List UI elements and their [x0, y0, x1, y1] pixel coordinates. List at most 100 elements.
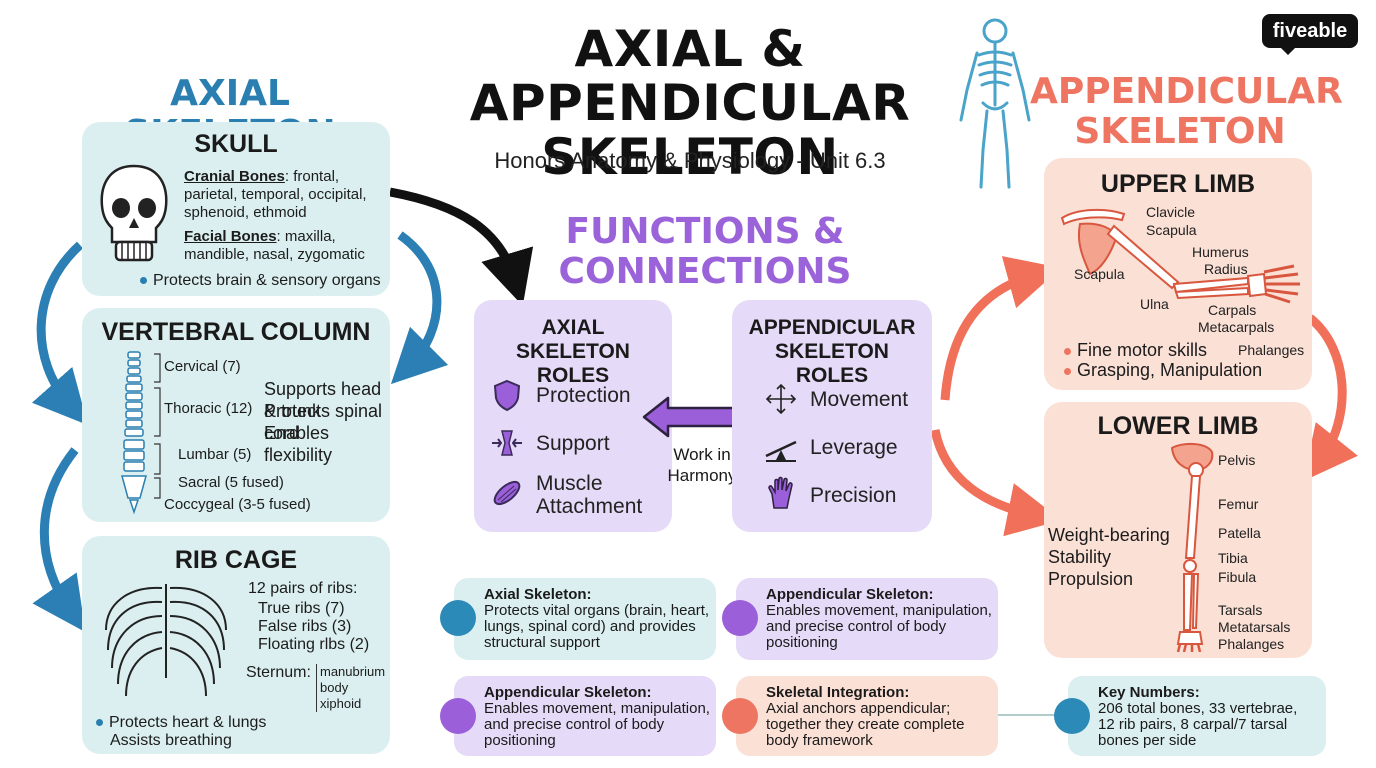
- lower-label-tarsals: Tarsals: [1218, 602, 1263, 618]
- card-body: Protects vital organs (brain, heart, lun…: [484, 602, 710, 651]
- cranial-bones-text: Cranial Bones: frontal, parietal, tempor…: [184, 168, 384, 222]
- appendicular-roles-panel: APPENDICULAR SKELETON ROLES Movement Lev…: [732, 300, 932, 532]
- card-body: Axial anchors appendicular; together the…: [766, 700, 965, 749]
- page-subtitle: Honors Anatomy & Physiology - Unit 6.3: [494, 148, 886, 173]
- rib-cage-icon: [105, 584, 227, 697]
- movement-icon: [765, 383, 797, 415]
- lower-label-femur: Femur: [1218, 496, 1259, 512]
- skull-icon: [100, 164, 168, 262]
- work-in-harmony-label: Work in Harmony: [667, 445, 737, 485]
- shield-icon: [493, 379, 521, 412]
- role-precision: Precision: [810, 484, 897, 507]
- lower-label-patella: Patella: [1218, 525, 1261, 541]
- bullet-icon: [1064, 367, 1071, 375]
- card-title: Appendicular Skeleton:: [484, 684, 652, 701]
- appendicular-section-title: APPENDICULAR SKELETON: [1030, 71, 1343, 152]
- card-title: Key Numbers:: [1098, 684, 1200, 701]
- rib-type: False ribs (3): [258, 618, 352, 635]
- lower-label-fibula: Fibula: [1218, 569, 1257, 585]
- role-muscle-attachment: Muscle Attachment: [536, 472, 643, 518]
- vertebral-role: Supports head & trunk: [264, 379, 382, 421]
- vertebral-brackets: [154, 353, 161, 499]
- lower-limb-panel: LOWER LIMB Pelvis Femur Patella Tibia Fi…: [1044, 402, 1312, 658]
- page-title: AXIAL & APPENDICULAR SKELETON: [469, 20, 911, 186]
- vertebral-region: Cervical (7): [164, 358, 241, 375]
- card-marker: [440, 600, 476, 636]
- role-support: Support: [536, 432, 610, 455]
- rib-cage-title: RIB CAGE: [174, 546, 298, 574]
- card-body: 206 total bones, 33 vertebrae, 12 rib pa…: [1098, 700, 1298, 749]
- muscle-icon: [493, 480, 521, 506]
- upper-limb-panel: UPPER LIMB Clavicle Scapula Humerus Radi…: [1044, 158, 1312, 390]
- card-body: Enables movement, manipulation, and prec…: [766, 602, 992, 651]
- role-leverage: Leverage: [810, 436, 898, 459]
- hand-icon: [768, 476, 793, 509]
- vertebral-region: Coccygeal (3-5 fused): [164, 496, 311, 513]
- upper-note: Fine motor skills: [1064, 340, 1207, 360]
- rib-type: Floating rlbs (2): [258, 636, 370, 653]
- summary-card-axial: Axial Skeleton: Protects vital organs (b…: [440, 578, 716, 660]
- skull-title: SKULL: [194, 130, 278, 158]
- rib-type: True ribs (7): [258, 600, 345, 617]
- axial-roles-panel: AXIAL SKELETON ROLES Protection Support …: [474, 300, 672, 532]
- vertebral-title: VERTEBRAL COLUMN: [101, 318, 371, 346]
- upper-label-phalanges: Phalanges: [1238, 342, 1305, 358]
- card-marker: [440, 698, 476, 734]
- lower-label-tibia: Tibia: [1218, 550, 1248, 566]
- cranial-bones-list: : frontal, parietal, temporal, occipital…: [184, 168, 367, 221]
- upper-limb-title: UPPER LIMB: [1100, 170, 1256, 198]
- upper-label-humerus: Humerus: [1192, 244, 1249, 260]
- appendicular-roles-title: APPENDICULAR SKELETON ROLES: [748, 316, 916, 387]
- card-marker: [722, 600, 758, 636]
- skull-note: Protects brain & sensory organs: [140, 272, 381, 290]
- vertebral-region: Sacral (5 fused): [178, 474, 284, 491]
- leg-bones-icon: [1170, 442, 1214, 652]
- skull-panel: SKULL Cranial Bones: frontal, parietal, …: [82, 122, 390, 296]
- card-body: Enables movement, manipulation, and prec…: [484, 700, 710, 749]
- vertebral-role: Enables flexibility: [264, 423, 333, 465]
- lower-role: Stability: [1048, 547, 1112, 567]
- facial-bones-list: : maxilla, mandible, nasal, zygomatic: [184, 228, 365, 263]
- card-marker: [722, 698, 758, 734]
- skeleton-figure-icon: [959, 18, 1031, 189]
- summary-card-key-numbers: Key Numbers: 206 total bones, 33 vertebr…: [1054, 676, 1326, 756]
- brand-logo[interactable]: fiveable: [1262, 14, 1358, 55]
- support-icon: [492, 430, 522, 456]
- bullet-icon: [1064, 347, 1071, 355]
- axial-roles-title: AXIAL SKELETON ROLES: [516, 316, 630, 387]
- upper-note: Grasping, Manipulation: [1064, 360, 1262, 380]
- role-protection: Protection: [536, 384, 631, 407]
- upper-label-metacarpals: Metacarpals: [1198, 319, 1275, 335]
- card-title: Appendicular Skeleton:: [766, 586, 934, 603]
- rib-note: Protects heart & lungs: [96, 714, 266, 732]
- bullet-icon: [140, 277, 147, 285]
- summary-card-appendicular: Appendicular Skeleton: Enables movement,…: [722, 578, 998, 660]
- lower-label-metatarsals: Metatarsals: [1218, 619, 1291, 635]
- bullet-icon: [96, 719, 103, 727]
- upper-label-clavicle: Clavicle: [1146, 204, 1196, 220]
- spine-icon: [121, 351, 147, 515]
- summary-card-appendicular-2: Appendicular Skeleton: Enables movement,…: [440, 676, 716, 756]
- rib-note: Assists breathing: [110, 732, 232, 749]
- vertebral-region: Lumbar (5): [178, 446, 252, 463]
- lever-icon: [765, 440, 797, 462]
- upper-label-scapula: Scapula: [1146, 222, 1197, 238]
- facial-bones-text: Facial Bones: maxilla, mandible, nasal, …: [184, 228, 384, 264]
- summary-card-integration: Skeletal Integration: Axial anchors appe…: [722, 676, 998, 756]
- vertebral-panel: VERTEBRAL COLUMN Cervical (7) Thoracic (…: [82, 308, 390, 522]
- sternum-part: manubrium: [316, 664, 385, 680]
- upper-label-ulna: Ulna: [1140, 296, 1169, 312]
- vertebral-region: Thoracic (12): [164, 400, 253, 417]
- sternum-part: body: [316, 680, 348, 696]
- lower-role: Propulsion: [1048, 569, 1134, 589]
- role-movement: Movement: [810, 388, 909, 411]
- lower-limb-title: LOWER LIMB: [1097, 412, 1259, 440]
- lower-role: Weight-bearing: [1048, 525, 1170, 545]
- card-title: Axial Skeleton:: [484, 586, 592, 603]
- upper-label-scapula-2: Scapula: [1074, 266, 1125, 282]
- rib-cage-panel: RIB CAGE 12 pairs of ribs: True ribs (7)…: [82, 536, 390, 754]
- upper-label-carpals: Carpals: [1208, 302, 1257, 318]
- upper-label-radius: Radius: [1204, 261, 1248, 277]
- card-title: Skeletal Integration:: [766, 684, 910, 701]
- facial-bones-label: Facial Bones: [184, 228, 277, 245]
